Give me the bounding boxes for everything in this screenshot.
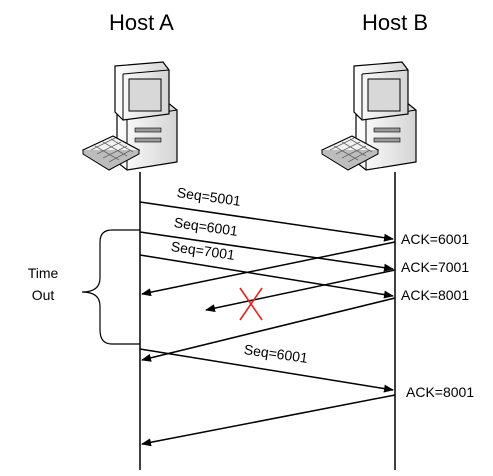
lost-packet-x-icon: [239, 287, 263, 321]
timeout-brace: [81, 229, 140, 345]
ack-label-8001: ACK=8001: [401, 287, 470, 303]
host-a-title: Host A: [109, 10, 174, 35]
ack-arrow-8001: [141, 297, 396, 362]
ack-label-7001: ACK=7001: [401, 259, 470, 275]
ack-arrow-6001: [141, 241, 396, 297]
segment-arrow-seq-5001: [139, 201, 394, 242]
segment-arrow-retransmit-seq-6001: [139, 348, 394, 393]
timeout-label: Time Out: [20, 262, 66, 306]
segment-arrow-seq-7001: [139, 254, 394, 299]
host-b-title: Host B: [362, 10, 429, 35]
host-b-computer-icon: [320, 61, 417, 171]
host-a-computer-icon: [81, 61, 178, 171]
segment-arrow-seq-6001: [139, 231, 394, 272]
timeout-label-line2: Out: [31, 287, 55, 303]
ack-arrow-8001-final: [141, 394, 396, 447]
ack-label-6001: ACK=6001: [401, 231, 470, 247]
ack-arrow-7001-lost: [205, 269, 396, 313]
timeout-label-line1: Time: [27, 265, 59, 281]
ack-label-8001-final: ACK=8001: [406, 384, 475, 400]
